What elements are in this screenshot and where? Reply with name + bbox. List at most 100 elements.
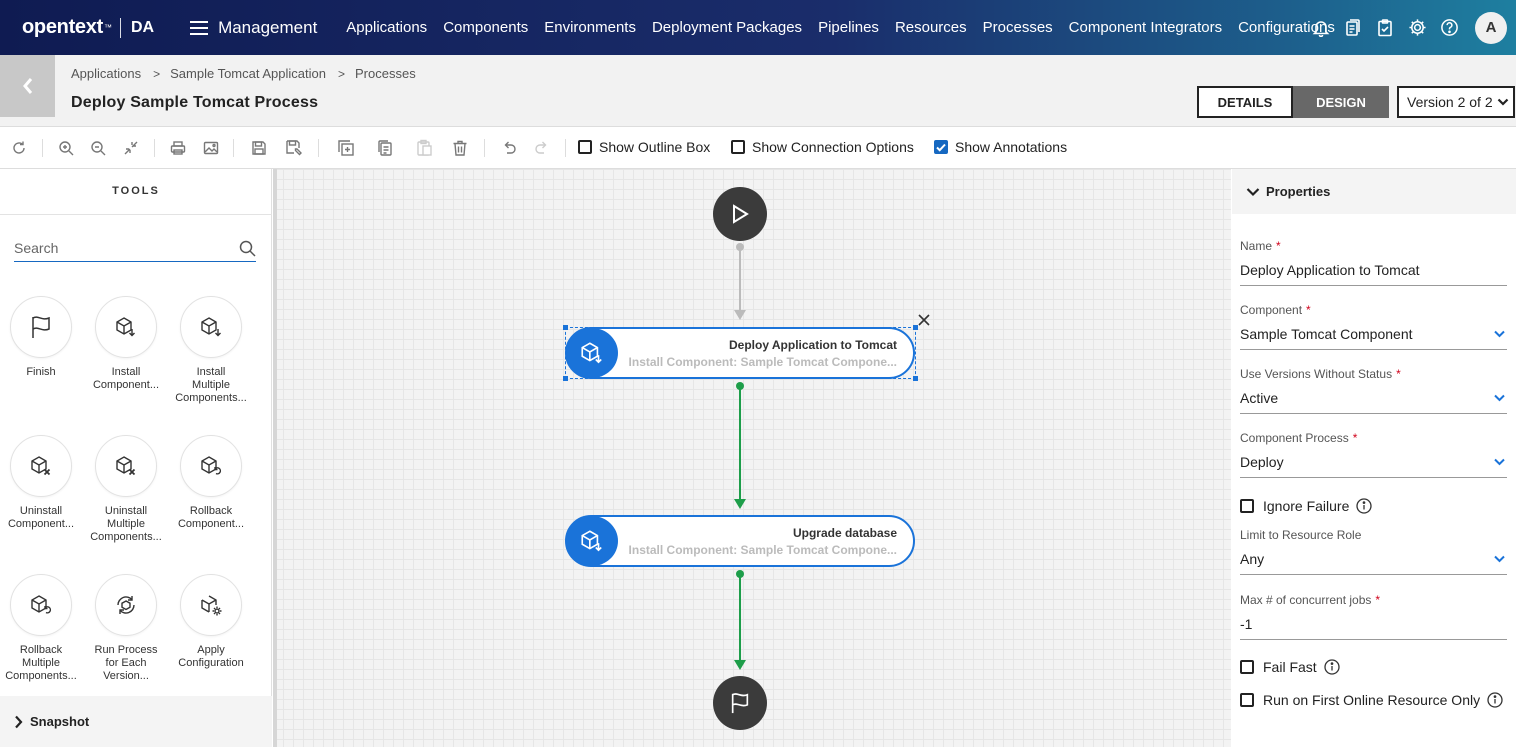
component-select[interactable]: Sample Tomcat Component: [1240, 326, 1507, 350]
process-design-canvas[interactable]: Deploy Application to Tomcat Install Com…: [273, 169, 1231, 747]
breadcrumb-processes[interactable]: Processes: [355, 66, 416, 81]
nav-link-components[interactable]: Components: [443, 19, 529, 36]
component-process-field: Component Process* Deploy: [1240, 431, 1507, 478]
breadcrumb-application[interactable]: Sample Tomcat Application: [170, 66, 326, 81]
print-icon[interactable]: [168, 138, 188, 158]
documents-icon[interactable]: [1337, 12, 1369, 44]
clipboard-check-icon[interactable]: [1369, 12, 1401, 44]
selection-handle[interactable]: [563, 325, 568, 330]
field-label: Max # of concurrent jobs*: [1240, 593, 1381, 607]
show-annotations-toggle[interactable]: Show Annotations: [934, 139, 1067, 155]
nav-link-processes[interactable]: Processes: [982, 19, 1053, 36]
show-outline-box-toggle[interactable]: Show Outline Box: [578, 139, 710, 155]
nav-link-environments[interactable]: Environments: [544, 19, 636, 36]
properties-header[interactable]: Properties: [1232, 169, 1516, 214]
step-deploy-application[interactable]: Deploy Application to Tomcat Install Com…: [565, 327, 915, 379]
close-icon[interactable]: [918, 314, 930, 326]
user-avatar[interactable]: A: [1475, 11, 1507, 44]
info-icon[interactable]: [1356, 498, 1373, 514]
refresh-icon[interactable]: [9, 138, 29, 158]
show-annotations-checkbox[interactable]: [934, 140, 948, 154]
show-connection-options-checkbox[interactable]: [731, 140, 745, 154]
info-icon[interactable]: [1324, 659, 1340, 675]
show-connection-options-toggle[interactable]: Show Connection Options: [731, 139, 914, 155]
run-first-online-label: Run on First Online Resource Only: [1263, 692, 1481, 708]
tool-label: Finish: [26, 366, 56, 378]
name-input[interactable]: Deploy Application to Tomcat: [1240, 262, 1507, 286]
use-versions-select[interactable]: Active: [1240, 390, 1507, 414]
paste-icon[interactable]: [414, 138, 434, 158]
search-icon[interactable]: [239, 240, 256, 257]
trash-icon[interactable]: [450, 138, 470, 158]
gear-icon[interactable]: [1401, 12, 1433, 44]
fit-to-screen-icon[interactable]: [121, 138, 141, 158]
breadcrumb-applications[interactable]: Applications: [71, 66, 142, 81]
brand-logo[interactable]: opentext ™ DA: [22, 16, 154, 39]
version-select[interactable]: Version 2 of 2: [1397, 86, 1515, 118]
tool-apply-configuration-circle: [180, 574, 242, 636]
redo-icon[interactable]: [532, 138, 552, 158]
use-versions-select-value: Active: [1240, 390, 1279, 406]
undo-icon[interactable]: [499, 138, 519, 158]
copy-icon[interactable]: [375, 138, 395, 158]
nav-link-component-integrators[interactable]: Component Integrators: [1068, 19, 1223, 36]
nav-link-pipelines[interactable]: Pipelines: [818, 19, 879, 36]
run-first-online-checkbox[interactable]: [1240, 693, 1254, 707]
selection-handle[interactable]: [563, 376, 568, 381]
nav-link-resources[interactable]: Resources: [894, 19, 967, 36]
tool-finish[interactable]: Finish: [0, 296, 84, 379]
chevron-down-icon: [1494, 394, 1505, 402]
run-first-online-toggle[interactable]: Run on First Online Resource Only: [1240, 692, 1503, 708]
fail-fast-toggle[interactable]: Fail Fast: [1240, 659, 1340, 675]
bell-icon[interactable]: [1305, 12, 1337, 44]
selection-handle[interactable]: [913, 376, 918, 381]
hamburger-menu-icon[interactable]: [190, 20, 209, 35]
limit-role-select[interactable]: Any: [1240, 551, 1507, 575]
use-versions-field: Use Versions Without Status* Active: [1240, 367, 1507, 414]
max-jobs-input[interactable]: -1: [1240, 616, 1507, 640]
run-process-icon: [117, 596, 135, 614]
help-icon[interactable]: [1433, 12, 1465, 44]
tab-details[interactable]: DETAILS: [1197, 86, 1293, 118]
finish-node[interactable]: [713, 676, 767, 730]
required-marker: *: [1352, 431, 1358, 445]
snapshot-section-toggle[interactable]: Snapshot: [0, 696, 272, 747]
ignore-failure-checkbox[interactable]: [1240, 499, 1254, 513]
nav-section-title[interactable]: Management: [218, 17, 318, 37]
zoom-out-icon[interactable]: [88, 138, 108, 158]
tools-title: TOOLS: [112, 185, 160, 197]
nav-link-configurations[interactable]: Configurations: [1238, 19, 1335, 36]
tools-search-input[interactable]: [14, 235, 229, 261]
zoom-in-icon[interactable]: [56, 138, 76, 158]
step-upgrade-database[interactable]: Upgrade database Install Component: Samp…: [565, 515, 915, 567]
ignore-failure-toggle[interactable]: Ignore Failure: [1240, 498, 1373, 514]
top-navigation: opentext ™ DA Management Applications Co…: [0, 0, 1516, 55]
show-outline-box-checkbox[interactable]: [578, 140, 592, 154]
back-button[interactable]: [0, 55, 55, 117]
component-process-select[interactable]: Deploy: [1240, 454, 1507, 478]
field-label: Name*: [1240, 239, 1281, 253]
fail-fast-checkbox[interactable]: [1240, 660, 1254, 674]
page-title: Deploy Sample Tomcat Process: [71, 94, 319, 111]
ignore-failure-label: Ignore Failure: [1263, 498, 1350, 514]
save-as-icon[interactable]: [284, 138, 304, 158]
start-node[interactable]: [713, 187, 767, 241]
tab-design[interactable]: DESIGN: [1293, 86, 1389, 118]
nav-link-applications[interactable]: Applications: [346, 19, 428, 36]
selection-handle[interactable]: [913, 325, 918, 330]
image-icon[interactable]: [201, 138, 221, 158]
save-icon[interactable]: [249, 138, 269, 158]
info-icon[interactable]: [1487, 692, 1503, 708]
nav-link-deployment-packages[interactable]: Deployment Packages: [651, 19, 803, 36]
limit-role-field: Limit to Resource Role Any: [1240, 528, 1507, 575]
add-copy-icon[interactable]: [336, 138, 356, 158]
